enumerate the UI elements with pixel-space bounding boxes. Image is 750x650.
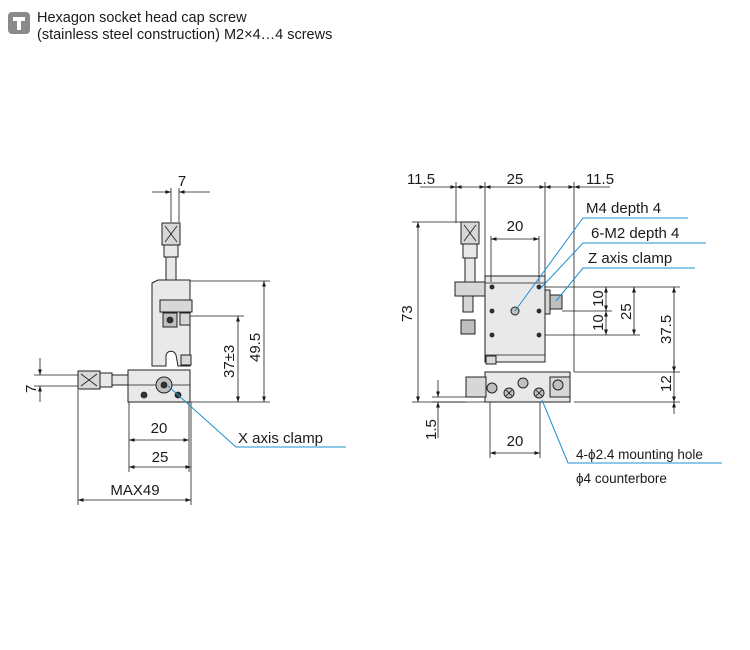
header: Hexagon socket head cap screw (stainless…	[8, 6, 428, 46]
m2-leader	[539, 242, 706, 290]
x-axis-clamp-label: X axis clamp	[238, 430, 323, 447]
screw-icon	[8, 12, 30, 34]
header-title-line2: (stainless steel construction) M2×4…4 sc…	[37, 27, 333, 43]
mounting-hole-leader	[541, 399, 722, 464]
dim-max49: MAX49	[110, 482, 159, 499]
dim-10-b: 10	[590, 314, 607, 331]
dim-20-side: 20	[151, 420, 168, 437]
side-view: 7 7 37±3 49.5 20 25 MAX49 X axis clamp	[23, 173, 346, 505]
dim-7-left: 7	[23, 385, 40, 393]
dim-7-top: 7	[178, 173, 186, 190]
dim-73: 73	[399, 305, 416, 322]
dim-25-side: 25	[152, 449, 169, 466]
mounting-hole-label: 4-ϕ2.4 mounting hole	[576, 447, 703, 462]
header-title-line1: Hexagon socket head cap screw	[37, 10, 247, 26]
dim-25-right: 25	[618, 303, 635, 320]
m2-depth-label: 6-M2 depth 4	[591, 225, 679, 242]
z-stage-front	[484, 275, 546, 363]
front-view: 11.5 25 11.5 20 73 10 10 25 37.5 12	[399, 171, 722, 486]
counterbore-label: ϕ4 counterbore	[576, 471, 667, 486]
dim-11-5-right: 11.5	[586, 171, 614, 188]
z-clamp-leader	[555, 267, 695, 302]
dim-37-5: 37.5	[658, 315, 675, 344]
dim-10-a: 10	[590, 290, 607, 307]
x-clamp-leader	[167, 385, 346, 448]
dim-20-bottom: 20	[507, 433, 524, 450]
m4-depth-label: M4 depth 4	[586, 200, 661, 217]
z-axis-clamp-label: Z axis clamp	[588, 250, 672, 267]
dim-12: 12	[658, 375, 675, 392]
m4-leader	[514, 217, 688, 312]
dim-25-top: 25	[507, 171, 524, 188]
dim-37-3: 37±3	[221, 345, 238, 378]
dim-1-5: 1.5	[423, 419, 440, 440]
dim-11-5-left: 11.5	[407, 171, 435, 188]
dim-20-top: 20	[507, 218, 524, 235]
dim-49-5: 49.5	[247, 333, 264, 362]
